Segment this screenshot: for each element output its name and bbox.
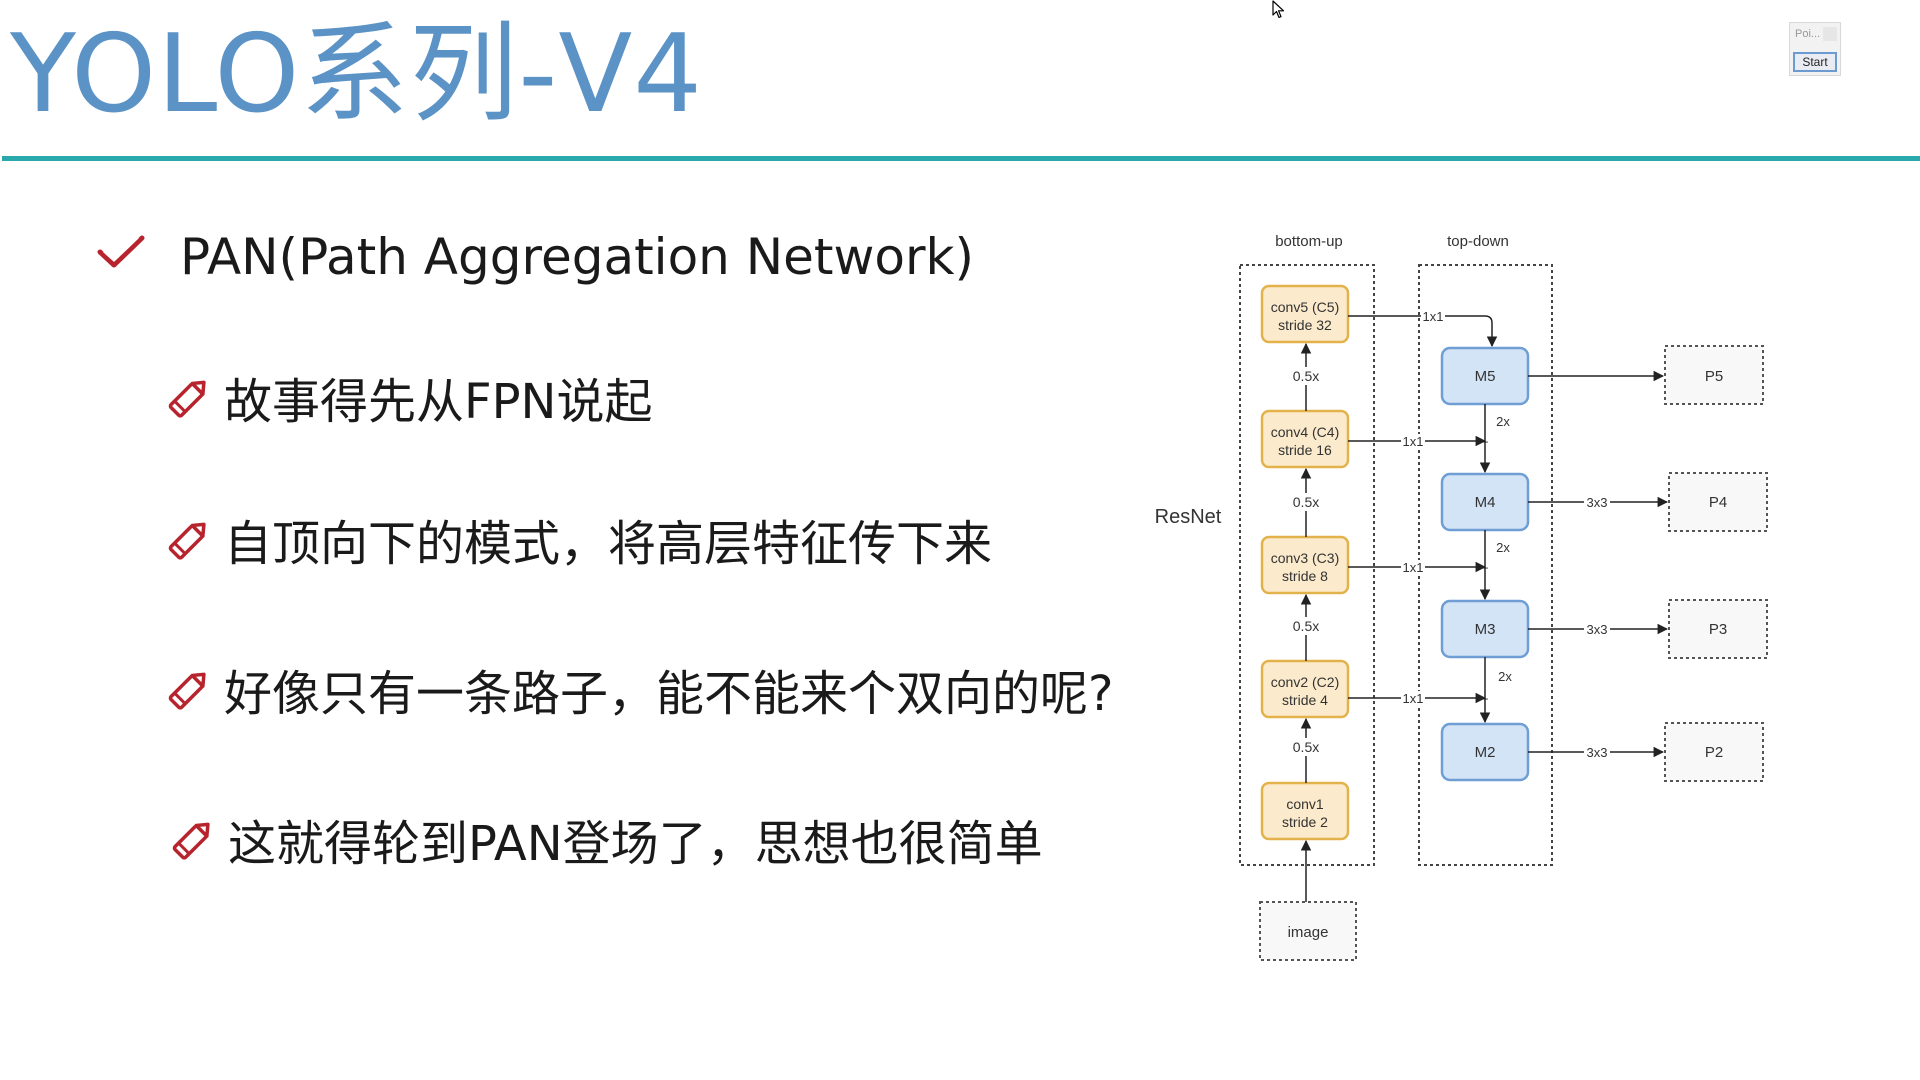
output-block-p5: P5 [1664, 345, 1764, 405]
lateral-label: 1x1 [1403, 434, 1424, 449]
output-label: P5 [1705, 368, 1723, 385]
backbone-block-c1-line2: stride 2 [1282, 814, 1328, 830]
backbone-block-c5-line2: stride 32 [1278, 317, 1332, 333]
lateral-c5-m5 [1348, 315, 1498, 348]
check-icon [97, 235, 145, 268]
backbone-block-c3-line1: conv3 (C3) [1271, 550, 1339, 566]
fpn-diagram: bottom-up top-down ResNet conv5 (C5) str… [1155, 233, 1768, 961]
bullet-text: 这就得轮到PAN登场了，思想也很简单 [228, 816, 1043, 872]
backbone-block-c1-line1: conv1 [1286, 796, 1324, 812]
output-conv-label: 3x3 [1587, 745, 1608, 760]
backbone-block-c2-line1: conv2 (C2) [1271, 674, 1339, 690]
slide-title: YOLO系列-V4 [10, 12, 703, 137]
upsample-label: 2x [1498, 669, 1512, 684]
output-label: P2 [1705, 744, 1723, 761]
title-divider [2, 156, 1920, 161]
output-label: P3 [1709, 621, 1727, 638]
image-input-label: image [1288, 924, 1329, 941]
downsample-label: 0.5x [1293, 494, 1319, 510]
lateral-label: 1x1 [1403, 560, 1424, 575]
merge-block-m2: M2 [1440, 722, 1530, 782]
backbone-block-c2: conv2 (C2) stride 4 [1260, 659, 1350, 719]
plus-icon: + [1481, 435, 1488, 449]
backbone-block-c2-line2: stride 4 [1282, 692, 1328, 708]
plus-icon: + [1481, 561, 1488, 575]
backbone-block-c3-line2: stride 8 [1282, 568, 1328, 584]
section-heading: PAN(Path Aggregation Network) [180, 228, 975, 286]
upsample-label: 2x [1496, 540, 1510, 555]
widget-label: Poi... [1795, 28, 1821, 40]
widget-thumbnail [1823, 27, 1837, 41]
top-down-label: top-down [1447, 233, 1509, 250]
output-conv-label: 3x3 [1587, 622, 1608, 637]
merge-block-m5: M5 [1440, 346, 1530, 406]
merge-label: M4 [1475, 494, 1496, 511]
bottom-up-label: bottom-up [1275, 233, 1343, 250]
lateral-label: 1x1 [1423, 309, 1444, 324]
backbone-block-c3: conv3 (C3) stride 8 [1260, 535, 1350, 595]
merge-label: M3 [1475, 621, 1496, 638]
merge-label: M5 [1475, 368, 1496, 385]
downsample-label: 0.5x [1293, 618, 1319, 634]
bullet-text: 好像只有一条路子，能不能来个双向的呢? [224, 666, 1114, 722]
backbone-block-c5: conv5 (C5) stride 32 [1260, 284, 1350, 344]
lateral-label: 1x1 [1403, 691, 1424, 706]
backbone-block-c5-line1: conv5 (C5) [1271, 299, 1339, 315]
bullet-text: 自顶向下的模式，将高层特征传下来 [224, 516, 993, 572]
merge-label: M2 [1475, 744, 1496, 761]
output-label: P4 [1709, 494, 1727, 511]
plus-icon: + [1481, 692, 1488, 706]
pencil-icon [168, 380, 206, 418]
resnet-label: ResNet [1155, 506, 1222, 528]
backbone-block-c4-line1: conv4 (C4) [1271, 424, 1339, 440]
pencil-icon [168, 672, 206, 710]
bullet-text: 故事得先从FPN说起 [224, 374, 653, 430]
merge-block-m3: M3 [1440, 599, 1530, 659]
start-button[interactable]: Start [1793, 52, 1837, 72]
pencil-icon [168, 522, 206, 560]
backbone-block-c4: conv4 (C4) stride 16 [1260, 409, 1350, 469]
downsample-label: 0.5x [1293, 739, 1319, 755]
merge-block-m4: M4 [1440, 472, 1530, 532]
output-block-p2: P2 [1664, 722, 1764, 782]
backbone-block-c1: conv1 stride 2 [1260, 781, 1350, 841]
cursor-icon [1272, 0, 1285, 19]
output-conv-label: 3x3 [1587, 495, 1608, 510]
downsample-label: 0.5x [1293, 368, 1319, 384]
bottom-up-column [1239, 264, 1375, 866]
presenter-widget: Poi... Start [1789, 22, 1841, 76]
upsample-label: 2x [1496, 414, 1510, 429]
output-block-p3: P3 [1668, 599, 1768, 659]
image-input-block: image [1259, 901, 1357, 961]
output-block-p4: P4 [1668, 472, 1768, 532]
pencil-icon [172, 822, 210, 860]
backbone-block-c4-line2: stride 16 [1278, 442, 1332, 458]
